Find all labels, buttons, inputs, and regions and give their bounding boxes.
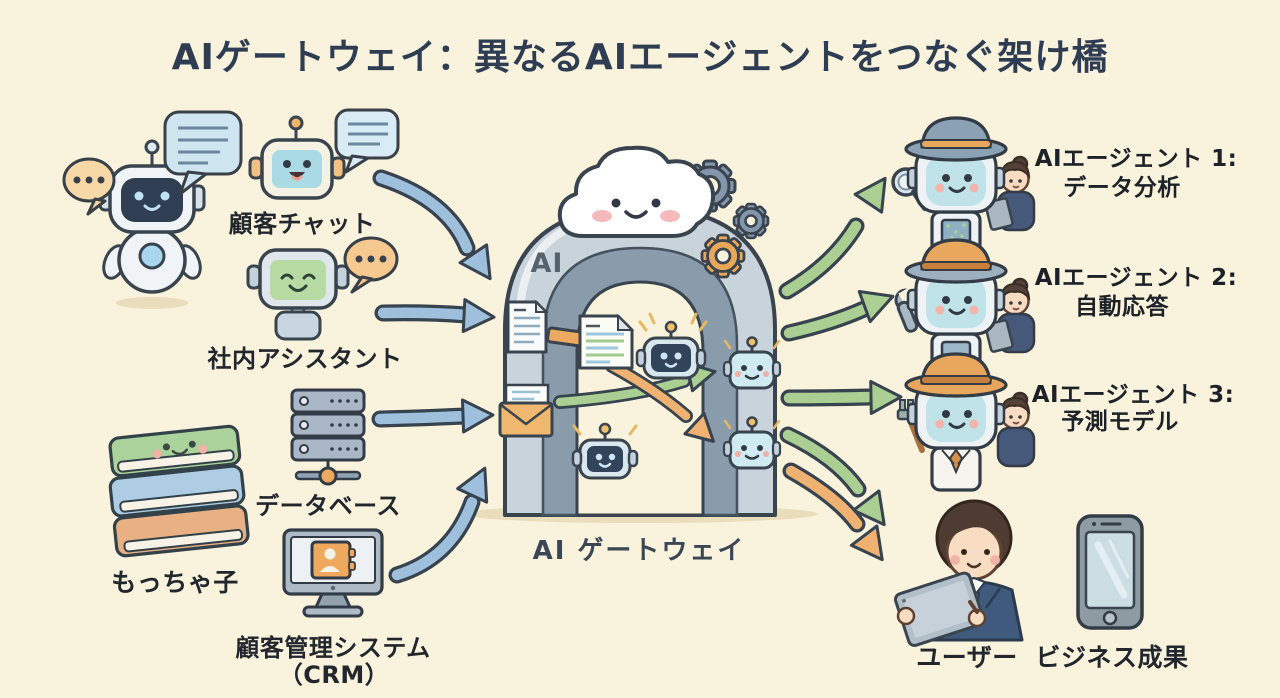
input-arrow-internal-assistant — [374, 298, 496, 334]
arch-ai-text: AI — [530, 248, 564, 279]
label-database: データベース — [255, 492, 401, 520]
gear-icon-orange — [700, 233, 746, 279]
database-server-icon — [290, 388, 366, 486]
hat-icon — [904, 352, 1008, 398]
customer-chat-robot-icon — [248, 115, 346, 200]
label-agent1-line1: AIエージェント 1: — [1034, 146, 1238, 172]
speech-bubble-dots-icon — [343, 236, 399, 294]
label-crm-sub: （CRM） — [278, 661, 390, 689]
label-agent3-line2: 予測モデル — [1061, 409, 1179, 435]
speech-bubble-text-icon — [163, 110, 243, 196]
human-colleague — [996, 391, 1036, 468]
label-customer-chat: 顧客チャット — [228, 210, 376, 238]
hat-icon — [904, 116, 1008, 162]
gear-icon-small — [732, 202, 770, 240]
page-title: AIゲートウェイ：異なるAIエージェントをつなぐ架け橋 — [171, 37, 1109, 78]
user-person-icon — [893, 499, 1024, 647]
gateway-flow-arrow-orange — [605, 359, 715, 443]
gateway-output-robot-icon — [722, 416, 782, 470]
email-icon — [498, 383, 554, 438]
ai-agent-3-icon — [896, 352, 1036, 492]
output-arrow-business — [782, 462, 884, 562]
output-arrow-agent3 — [780, 379, 903, 415]
gateway-robot-icon — [571, 422, 639, 480]
output-arrow-agent2 — [780, 290, 895, 342]
label-business-outcome: ビジネス成果 — [1035, 643, 1189, 672]
crm-monitor-icon — [282, 528, 384, 618]
input-arrow-customer-chat — [372, 169, 492, 281]
label-internal-assistant: 社内アシスタント — [207, 345, 403, 373]
label-ai-gateway: AI ゲートウェイ — [532, 536, 746, 566]
books-icon — [108, 424, 250, 558]
label-agent2-line2: 自動応答 — [1075, 294, 1169, 320]
human-colleague — [984, 155, 1036, 232]
label-agent2-line1: AIエージェント 2: — [1034, 265, 1238, 291]
output-arrow-user — [779, 426, 886, 527]
tablet-icon — [893, 571, 985, 647]
label-books: もっちゃ子 — [111, 568, 239, 597]
ai-agent-1-icon — [891, 116, 1036, 254]
label-agent1-line2: データ分析 — [1063, 175, 1181, 201]
output-arrow-agent1 — [778, 176, 887, 300]
input-arrow-crm — [388, 466, 489, 584]
speech-bubble-dots-icon — [62, 157, 116, 216]
gateway-robot-icon — [635, 312, 708, 380]
gateway-output-robot-icon — [722, 336, 782, 390]
smartphone-icon — [1076, 514, 1144, 630]
cloud-icon — [557, 145, 716, 238]
label-crm: 顧客管理システム — [235, 634, 431, 662]
speech-bubble-text-icon — [334, 108, 400, 174]
hat-icon — [904, 238, 1008, 284]
document-icon — [506, 299, 549, 354]
label-agent3-line1: AIエージェント 3: — [1031, 382, 1235, 408]
internal-assistant-robot-icon — [246, 248, 350, 341]
robot-shadow — [116, 297, 188, 309]
chat-robot-icon — [98, 139, 206, 294]
input-arrow-database — [371, 398, 495, 434]
label-user: ユーザー — [916, 643, 1018, 672]
processed-document-icon — [578, 313, 635, 370]
